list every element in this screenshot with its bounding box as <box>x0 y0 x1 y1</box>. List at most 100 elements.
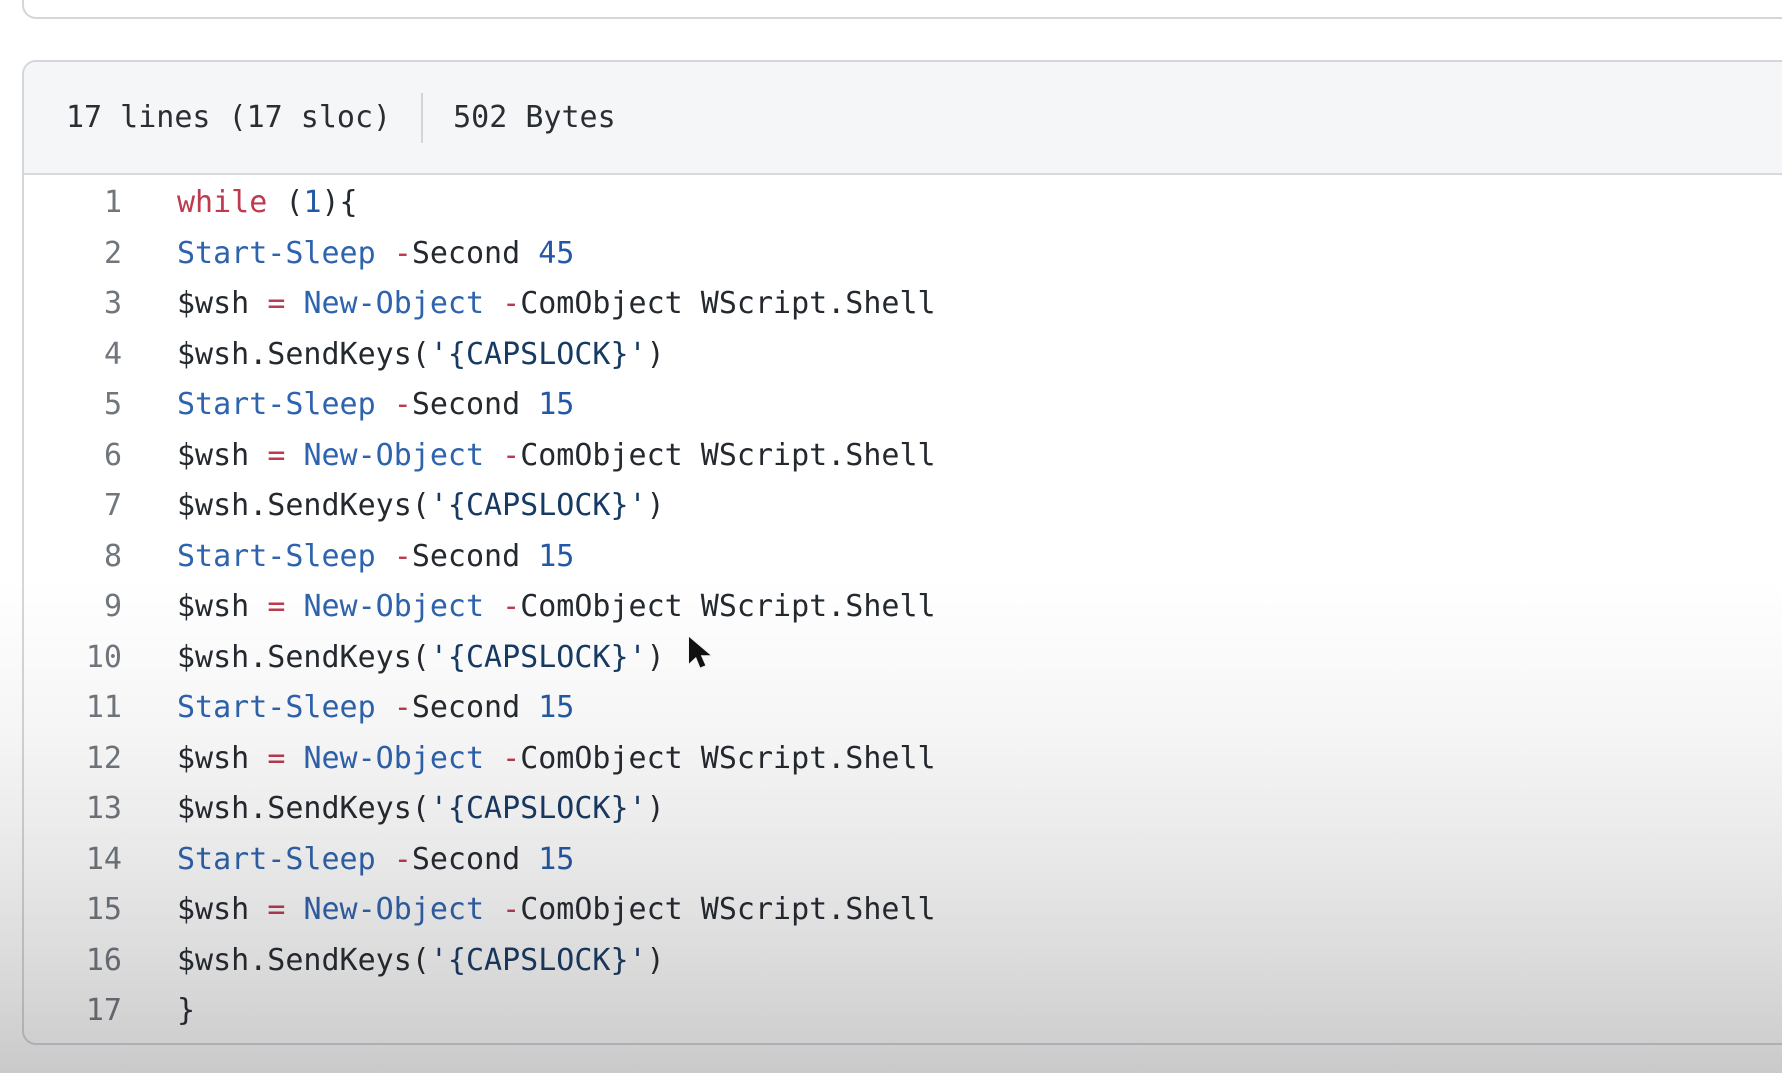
code-token: Second <box>411 690 539 725</box>
code-token: Second <box>411 387 539 422</box>
code-token: '{CAPSLOCK}' <box>429 791 647 826</box>
code-token: ) <box>646 336 665 372</box>
code-token <box>376 387 394 422</box>
code-token: '{CAPSLOCK}' <box>429 942 647 978</box>
code-token: - <box>393 387 412 422</box>
code-token: - <box>393 841 412 877</box>
line-number[interactable]: 15 <box>85 892 122 927</box>
code-token: ComObject WScript.Shell <box>520 892 936 927</box>
code-text: $wsh = New-Object -ComObject WScript.She… <box>122 431 936 482</box>
code-token: ComObject WScript.Shell <box>520 286 936 321</box>
file-lines-info: 17 lines (17 sloc) <box>66 100 392 135</box>
code-token: - <box>502 286 521 321</box>
code-token: $wsh <box>177 740 268 776</box>
code-token: $wsh <box>177 437 268 473</box>
code-token: ) <box>646 639 665 675</box>
header-divider <box>421 92 424 143</box>
code-text: $wsh.SendKeys('{CAPSLOCK}') <box>122 633 665 684</box>
code-token: = <box>267 892 286 927</box>
line-number[interactable]: 4 <box>103 336 122 372</box>
line-number[interactable]: 7 <box>103 488 122 523</box>
code-token: Start-Sleep <box>177 387 376 422</box>
code-token: Second <box>411 235 539 271</box>
line-number[interactable]: 13 <box>85 791 122 826</box>
code-token: Second <box>411 538 539 574</box>
code-token: '{CAPSLOCK}' <box>429 336 647 372</box>
code-text: Start-Sleep -Second 45 <box>122 229 574 280</box>
code-token <box>484 741 502 776</box>
code-token: $wsh <box>177 589 268 624</box>
code-token <box>484 438 502 473</box>
line-number[interactable]: 17 <box>85 993 122 1028</box>
line-number[interactable]: 2 <box>103 235 122 271</box>
code-token: - <box>393 538 412 574</box>
code-token: = <box>267 437 286 473</box>
line-number[interactable]: 6 <box>103 437 122 473</box>
code-token: - <box>502 437 521 473</box>
code-text: Start-Sleep -Second 15 <box>122 380 574 431</box>
code-text: $wsh = New-Object -ComObject WScript.She… <box>122 885 936 936</box>
line-number[interactable]: 16 <box>85 942 122 978</box>
code-token: - <box>393 235 412 271</box>
code-token: - <box>502 892 521 927</box>
line-number[interactable]: 12 <box>85 740 122 776</box>
code-text: while (1){ <box>122 178 358 229</box>
line-number[interactable]: 8 <box>103 538 122 574</box>
line-number[interactable]: 14 <box>85 841 122 877</box>
code-line: 4$wsh.SendKeys('{CAPSLOCK}') <box>24 330 1782 381</box>
code-line: 9$wsh = New-Object -ComObject WScript.Sh… <box>24 582 1782 633</box>
code-token: '{CAPSLOCK}' <box>429 488 647 523</box>
code-token: $wsh.SendKeys( <box>177 791 430 826</box>
file-header: 17 lines (17 sloc) 502 Bytes <box>24 62 1782 175</box>
code-token: ComObject WScript.Shell <box>520 589 936 624</box>
code-token: = <box>267 286 286 321</box>
code-text: $wsh = New-Object -ComObject WScript.She… <box>122 279 936 330</box>
code-line: 3$wsh = New-Object -ComObject WScript.Sh… <box>24 279 1782 330</box>
code-token: 15 <box>538 538 575 574</box>
line-number[interactable]: 1 <box>103 185 122 220</box>
code-token: New-Object <box>303 437 485 473</box>
code-line: 7$wsh.SendKeys('{CAPSLOCK}') <box>24 481 1782 532</box>
code-token <box>285 589 303 624</box>
code-token: Start-Sleep <box>177 235 376 271</box>
code-line: 13$wsh.SendKeys('{CAPSLOCK}') <box>24 784 1782 835</box>
code-text: $wsh = New-Object -ComObject WScript.She… <box>122 582 936 633</box>
line-number[interactable]: 9 <box>103 589 122 624</box>
code-token <box>484 589 502 624</box>
code-token: ( <box>267 185 304 220</box>
code-token: '{CAPSLOCK}' <box>429 639 647 675</box>
code-token: New-Object <box>303 286 485 321</box>
code-token: - <box>502 589 521 624</box>
code-token: 1 <box>303 185 322 220</box>
code-token: 45 <box>538 235 575 271</box>
code-text: Start-Sleep -Second 15 <box>122 683 574 734</box>
code-token <box>285 741 303 776</box>
code-token: 15 <box>538 841 575 877</box>
code-token <box>484 892 502 927</box>
line-number[interactable]: 3 <box>103 286 122 321</box>
code-token: - <box>502 740 521 776</box>
code-line: 17} <box>24 986 1782 1037</box>
code-line: 15$wsh = New-Object -ComObject WScript.S… <box>24 885 1782 936</box>
code-token: Second <box>411 841 539 877</box>
code-token: $wsh <box>177 286 268 321</box>
code-token <box>376 842 394 877</box>
code-token: = <box>267 589 286 624</box>
code-token: ){ <box>321 185 358 220</box>
code-token: Start-Sleep <box>177 690 376 725</box>
code-token: ComObject WScript.Shell <box>520 437 936 473</box>
code-text: Start-Sleep -Second 15 <box>122 532 574 583</box>
code-token <box>376 690 394 725</box>
line-number[interactable]: 5 <box>103 387 122 422</box>
code-text: $wsh.SendKeys('{CAPSLOCK}') <box>122 481 665 532</box>
code-text: $wsh.SendKeys('{CAPSLOCK}') <box>122 936 665 987</box>
line-number[interactable]: 11 <box>85 690 122 725</box>
code-token: Start-Sleep <box>177 538 376 574</box>
code-token: while <box>177 185 268 220</box>
line-number[interactable]: 10 <box>85 639 122 675</box>
